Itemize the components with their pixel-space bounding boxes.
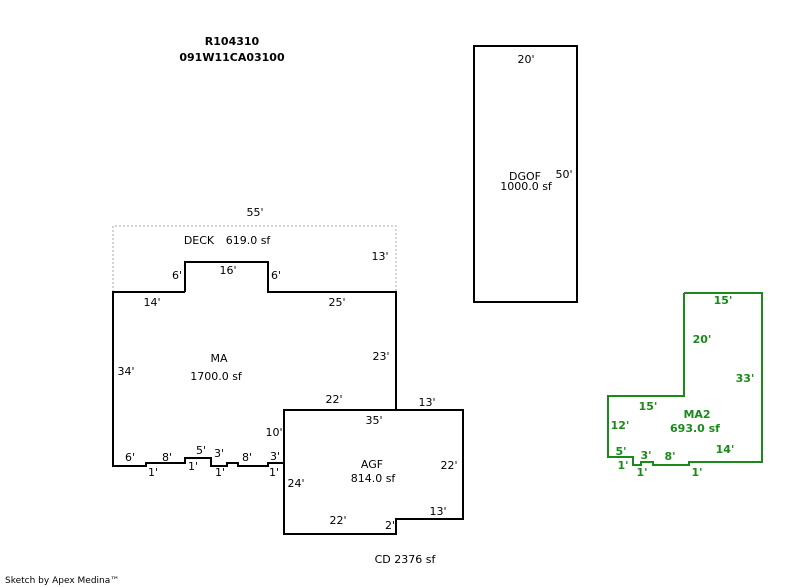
dim-deck-top: 55' [246,206,263,219]
dim-agf-bottom: 22' [329,514,346,527]
dim-deck-bump-top: 16' [219,264,236,277]
dim-ma-step-1b: 1' [188,460,198,473]
dim-ma-left: 34' [117,365,134,378]
dim-ma2-bottom-5: 5' [615,445,626,458]
dim-ma2-bottom-1b: 1' [636,466,647,479]
dim-agf-right: 22' [440,459,457,472]
agf-outline [283,409,464,535]
dim-agf-top-right: 13' [418,396,435,409]
dgof-label: DGOF [509,170,541,183]
dim-ma-step-1c: 1' [215,466,225,479]
dim-agf-step-2: 2' [385,519,395,532]
ma2-outline [607,292,763,466]
dim-agf-step-13: 13' [429,505,446,518]
dim-deck-bump-right: 6' [271,269,281,282]
dim-ma-top-left: 14' [143,296,160,309]
dim-agf-left: 24' [287,477,304,490]
deck-area: 619.0 sf [226,234,272,247]
map-id: 091W11CA03100 [179,51,285,64]
ma2-label: MA2 [683,408,710,421]
dim-ma2-right: 33' [736,372,755,385]
parcel-id: R104310 [205,35,260,48]
total-area: CD 2376 sf [375,553,437,566]
ma-outline [112,261,397,467]
dim-ma2-mid-top: 15' [639,400,658,413]
dim-ma2-bottom-8: 8' [664,450,675,463]
dim-ma2-bottom-14: 14' [716,443,735,456]
dim-ma-inner-10: 10' [265,426,282,439]
dim-ma-step-1d: 1' [269,466,279,479]
dim-ma2-left: 12' [611,419,630,432]
dim-ma-step-1a: 1' [148,466,158,479]
dim-ma-step-3a: 3' [214,447,224,460]
dim-ma2-bottom-1a: 1' [617,459,628,472]
ma-area: 1700.0 sf [190,370,243,383]
dim-ma2-top: 15' [714,294,733,307]
dim-dgof-top: 20' [517,53,534,66]
deck-outline [112,225,397,292]
dim-ma2-inner-vert: 20' [693,333,712,346]
dgof-outline [473,45,578,303]
dim-ma-step-8a: 8' [162,451,172,464]
dim-ma-step-5: 5' [196,444,206,457]
dim-deck-right: 13' [371,250,388,263]
dim-ma-step-3b: 3' [270,450,280,463]
dim-ma-top-right: 25' [328,296,345,309]
dim-ma2-bottom-1c: 1' [691,466,702,479]
dim-ma-right: 23' [372,350,389,363]
agf-area: 814.0 sf [351,472,397,485]
agf-label: AGF [361,458,383,471]
dim-agf-top: 35' [365,414,382,427]
dim-deck-bump-left: 6' [172,269,182,282]
dim-ma-inner-22: 22' [325,393,342,406]
dim-dgof-side: 50' [555,168,572,181]
dim-ma-bottom-left: 6' [125,451,135,464]
dgof-area: 1000.0 sf [500,180,553,193]
deck-label: DECK [184,234,215,247]
dim-ma2-bottom-3: 3' [640,449,651,462]
dim-ma-step-8b: 8' [242,451,252,464]
ma-label: MA [210,352,227,365]
footer-credit: Sketch by Apex Medina™ [5,576,119,586]
ma2-area: 693.0 sf [670,422,720,435]
